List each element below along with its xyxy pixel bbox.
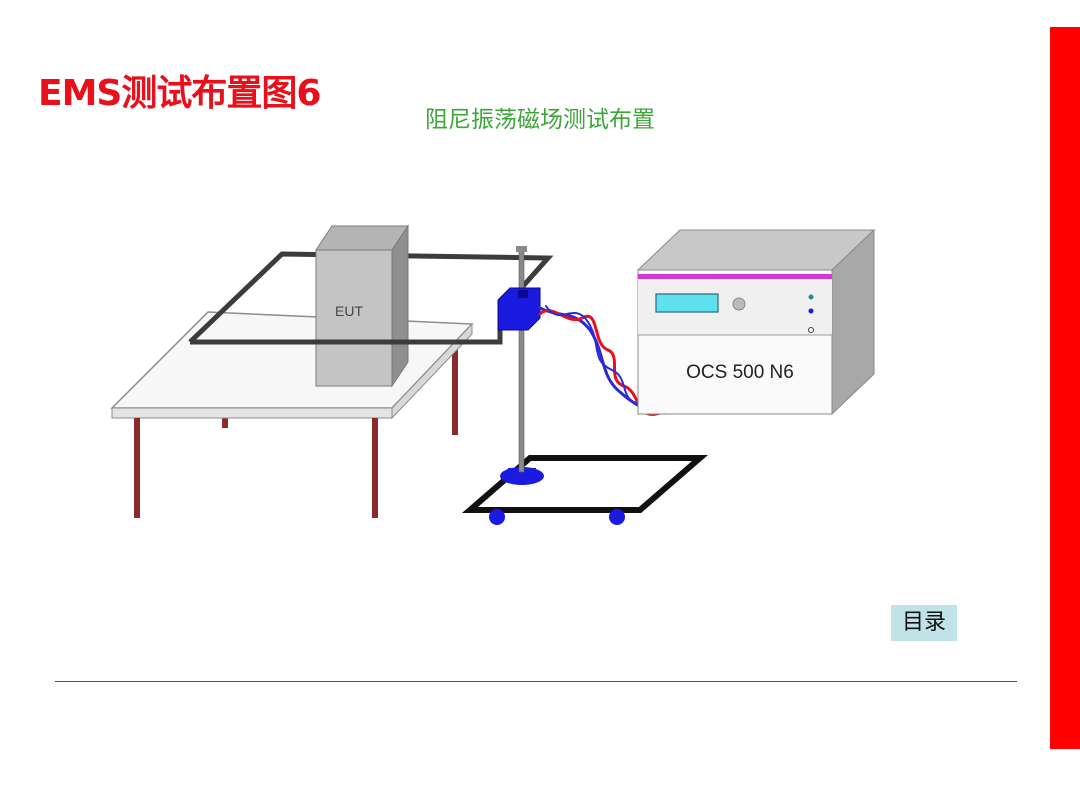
generator-ocs500: OCS 500 N6 (636, 228, 876, 416)
generator-led-2 (808, 308, 814, 314)
eut-side (391, 224, 409, 388)
clamp-knob (518, 290, 528, 298)
generator-knob (732, 297, 746, 311)
stand-wheel-left (489, 509, 505, 525)
generator-led-1 (808, 294, 814, 300)
generator-stripe (638, 274, 832, 279)
eut-label: EUT (335, 303, 363, 319)
coil-clamp (497, 287, 541, 331)
table-back-leg-right (452, 330, 458, 435)
table-front-leg-right (372, 418, 378, 518)
slide-subtitle: 阻尼振荡磁场测试布置 (425, 107, 655, 133)
table-side-edge (391, 322, 473, 420)
eut-box: EUT (315, 224, 409, 388)
table-back-leg-left (222, 416, 228, 428)
stand-wheel-right (609, 509, 625, 525)
table-front-leg-left (134, 418, 140, 518)
eut-front (315, 249, 393, 387)
slide-title: EMS测试布置图6 (38, 73, 321, 114)
table-front-edge (111, 407, 393, 419)
generator-display (655, 293, 719, 313)
toc-button[interactable]: 目录 (891, 605, 957, 641)
pole-shaft (518, 249, 525, 473)
bottom-divider (55, 681, 1017, 682)
test-setup-diagram: EUT (110, 224, 876, 525)
stand-pole (516, 246, 527, 473)
clamp-body (497, 287, 541, 331)
side-accent-bar (1050, 27, 1080, 749)
stand-base (461, 455, 709, 525)
stand-foot-block (508, 468, 536, 478)
ground-plane (461, 455, 709, 513)
table-top (110, 311, 474, 409)
generator-label: OCS 500 N6 (686, 362, 794, 383)
generator-power-switch (808, 327, 814, 333)
pole-cap (516, 246, 527, 252)
